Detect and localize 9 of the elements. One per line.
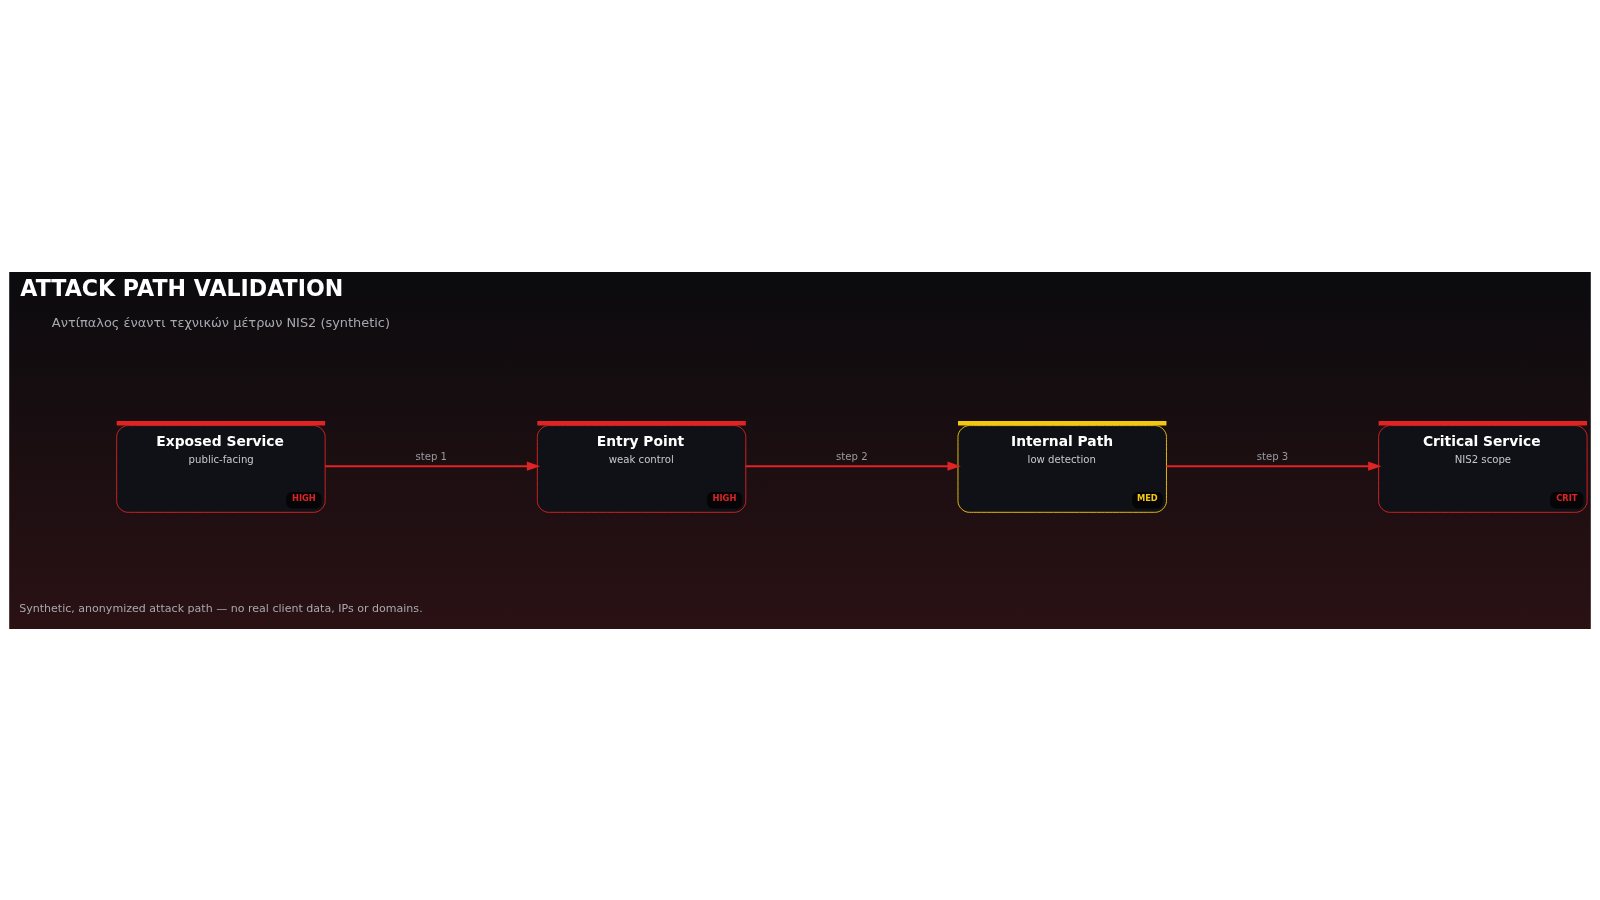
edge-label: step 3 [1256,450,1289,462]
arrow [1166,461,1382,471]
caption: Synthetic, anonymized attack path — no real client data, IPs or domains. [19,601,423,615]
arrow [325,461,541,471]
edge-label: step 2 [836,450,868,462]
edge-label: step 1 [415,450,448,462]
label: Αντίπαλος έναντι τεχνικών μέτρων NIS2 (synthetic) [51,314,390,330]
arrow [745,461,961,471]
diagram-title: ATTACK PATH VALIDATION [20,274,344,301]
